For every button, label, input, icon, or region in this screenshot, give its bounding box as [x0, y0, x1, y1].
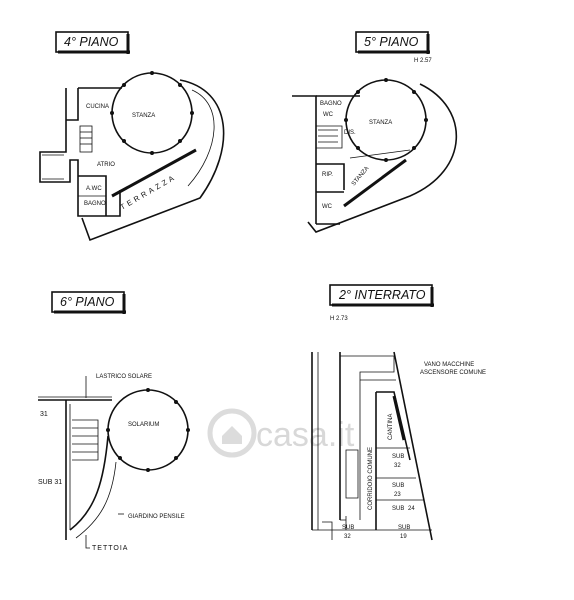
area-label: 32 [394, 463, 401, 469]
plan-5-piano: 5° PIANO H 2.57 BAGNO WC STANZA DIS. RIP… [292, 31, 458, 233]
area-label: SUB 31 [38, 479, 62, 486]
watermark: casa.it [207, 408, 355, 458]
plan-title: 6° PIANO [60, 295, 115, 309]
area-label: SOLARIUM [128, 422, 159, 428]
area-label: SUB [398, 525, 410, 531]
plan-2-interrato: 2° INTERRATO H 2.73 VANO MACCHINE ASCENS… [311, 284, 486, 541]
area-label: SUB [392, 454, 404, 460]
room-label: BAGNO [320, 101, 342, 107]
room-label: CUCINA [86, 104, 109, 110]
room-label: ATRIO [97, 162, 115, 168]
room-label: TERRAZZA [119, 172, 179, 212]
area-label: GIARDINO PENSILE [128, 514, 185, 520]
area-label: CANTINA [388, 414, 394, 440]
plan-title: 2° INTERRATO [338, 288, 426, 302]
area-label: CORRIDOIO COMUNE [368, 447, 374, 510]
area-label: 32 [344, 534, 351, 540]
room-label: DIS. [344, 130, 356, 136]
room-label: STANZA [351, 166, 371, 188]
area-label: 23 [394, 492, 401, 498]
area-label: TETTOIA [92, 545, 128, 552]
room-label: A.WC [86, 186, 102, 192]
room-label: WC [322, 204, 333, 210]
height-label: H 2.57 [414, 58, 432, 64]
area-label: 24 [408, 506, 415, 512]
room-label: STANZA [369, 120, 392, 126]
area-label: SUB [392, 483, 404, 489]
area-label: VANO MACCHINE [424, 362, 474, 368]
room-label: RIP. [322, 172, 333, 178]
plan-title: 4° PIANO [64, 35, 119, 49]
plan-4-piano: 4° PIANO CUCINA STANZA ATRIO A.WC BAGNO … [39, 31, 225, 242]
room-label: STANZA [132, 113, 155, 119]
plan-title: 5° PIANO [364, 35, 419, 49]
room-label: BAGNO [84, 201, 106, 207]
area-label: SUB [342, 525, 354, 531]
area-label: SUB [392, 506, 404, 512]
watermark-text: casa.it [256, 416, 355, 454]
height-label: H 2.73 [330, 316, 348, 322]
plan-6-piano: 6° PIANO LASTRICO SOLARE 31 SOLARIUM SUB… [38, 291, 190, 552]
area-label: ASCENSORE COMUNE [420, 370, 486, 376]
area-label: 31 [40, 411, 48, 418]
area-label: LASTRICO SOLARE [96, 374, 152, 380]
room-label: WC [323, 112, 334, 118]
area-label: 19 [400, 534, 407, 540]
